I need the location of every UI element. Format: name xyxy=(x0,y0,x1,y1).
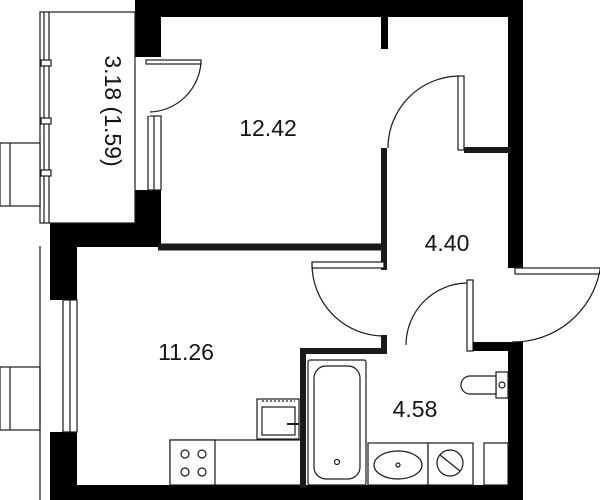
balcony-door-leaf xyxy=(145,59,202,65)
ac-unit-lower xyxy=(0,366,41,431)
toilet-bowl xyxy=(460,375,497,395)
ac-units xyxy=(0,142,41,500)
balcony xyxy=(39,11,136,224)
stove-burner xyxy=(197,467,207,477)
entrance-door-arc xyxy=(511,269,600,343)
balcony-rail-post xyxy=(40,169,52,177)
bathroom-area-label: 4.58 xyxy=(393,396,438,422)
bedroom-door-leaf xyxy=(457,75,465,151)
ac-unit-upper xyxy=(0,142,41,207)
kitchen-living-area-label: 11.26 xyxy=(158,339,214,365)
right-wall-upper xyxy=(508,0,523,268)
left-wall-upper xyxy=(50,223,77,300)
bedroom-left-wall-upper xyxy=(135,0,161,57)
toilet-flush xyxy=(498,381,506,389)
bathroom-fixtures xyxy=(307,359,509,486)
partitions xyxy=(158,147,511,488)
bottom-wall xyxy=(50,485,523,500)
entrance-door-leaf xyxy=(514,267,600,275)
bathroom-corner-wall xyxy=(473,342,523,351)
bathroom-cabinet xyxy=(483,442,509,486)
stove xyxy=(169,439,216,486)
stove-burner xyxy=(180,467,190,477)
balcony-door-arc xyxy=(149,61,202,113)
bathroom-door-arc xyxy=(405,282,468,346)
kitchen-door-leaf xyxy=(311,261,385,269)
washing-machine-mark xyxy=(439,454,461,472)
kitchen-fixtures xyxy=(169,398,304,486)
kitchen-door-arc xyxy=(311,264,385,337)
stove-burner xyxy=(197,449,207,459)
bathtub-basin xyxy=(313,365,361,480)
stove-burner xyxy=(180,449,190,459)
room-labels: 3.18 (1.59) 12.42 4.40 11.26 4.58 xyxy=(100,55,469,422)
balcony-outline xyxy=(39,11,136,224)
windows xyxy=(62,115,162,433)
hall-area-label: 4.40 xyxy=(425,230,470,256)
kitchen-sink-basin xyxy=(261,406,296,436)
washbasin-drain xyxy=(395,462,401,468)
balcony-area-label: 3.18 (1.59) xyxy=(100,55,126,166)
balcony-rail-post xyxy=(40,59,52,67)
bathroom-door-leaf xyxy=(466,279,474,352)
bedroom-door-arc xyxy=(387,75,459,149)
bathtub-drain xyxy=(333,458,341,466)
partition-stub-top xyxy=(381,17,388,49)
balcony-rail-post xyxy=(40,117,52,125)
walls xyxy=(50,0,523,500)
bedroom-area-label: 12.42 xyxy=(239,115,297,141)
top-wall xyxy=(135,0,523,17)
doors xyxy=(145,59,600,352)
right-wall-lower xyxy=(508,342,523,500)
